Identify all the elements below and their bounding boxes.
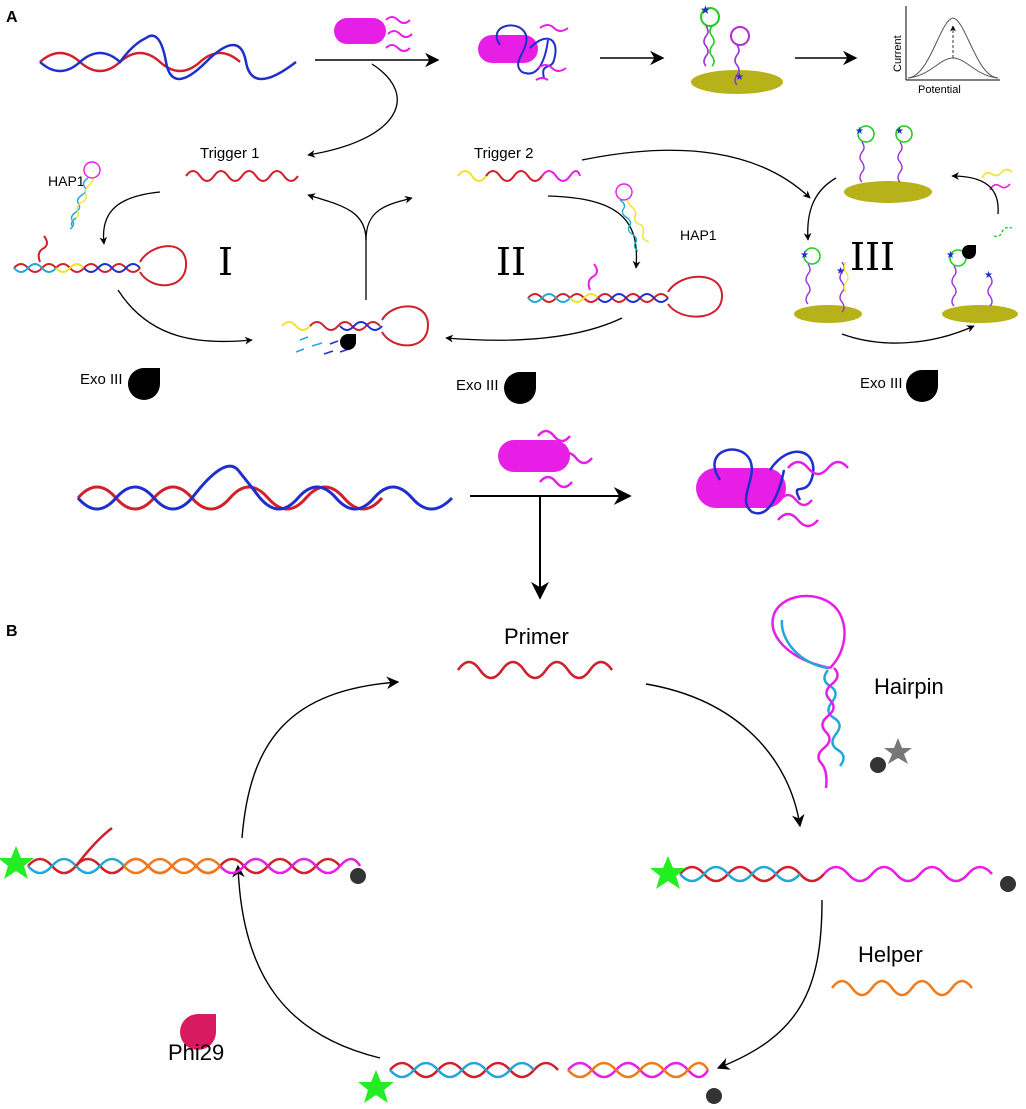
hairpin-probe [771, 594, 846, 789]
dna-strand-blue [39, 34, 297, 81]
helper-label: Helper [858, 942, 923, 967]
star-label-icon [650, 856, 686, 889]
svg-text:★: ★ [836, 266, 845, 277]
hap1-hairpin-right [615, 183, 650, 252]
helper-bound-duplex [389, 1061, 710, 1079]
hap1-hairpin-left [69, 161, 101, 230]
primer-strand [456, 660, 614, 680]
svg-text:★: ★ [946, 250, 955, 261]
bacterium-icon [334, 16, 413, 52]
arrow-icon [99, 191, 161, 245]
hap1-right-label: HAP1 [680, 227, 717, 243]
exo-iii-right-label: Exo III [860, 375, 903, 392]
plot-xlabel: Potential [918, 84, 961, 96]
exonuclease-icon [504, 372, 536, 404]
arrow-icon [232, 864, 381, 1059]
electrode-icon: ★ ★ [942, 226, 1018, 323]
panel-a-label: A [6, 9, 18, 26]
target-dna-top [39, 34, 297, 81]
dna-strand-red [39, 51, 241, 73]
svg-text:★: ★ [984, 270, 993, 281]
arrow-icon [581, 149, 811, 199]
bacterium-icon [498, 429, 593, 489]
arrow-icon [951, 172, 999, 215]
cycle-iii-label: III [850, 235, 895, 279]
digested-construct [281, 305, 430, 355]
star-label-icon: ★ [700, 3, 711, 17]
svg-text:★: ★ [800, 250, 809, 261]
arrow-icon [241, 676, 400, 839]
trigger-1-label: Trigger 1 [200, 145, 259, 162]
displaced-duplex [27, 827, 362, 875]
cycle-ii-duplex [527, 263, 724, 318]
helper-strand [830, 979, 974, 997]
exonuclease-icon [906, 370, 938, 402]
electrode-icon: ★ ★ [794, 247, 862, 323]
trigger-2-strand [457, 170, 487, 182]
voltammogram-plot: Current Potential [892, 6, 1000, 96]
primer-label: Primer [504, 624, 569, 649]
arrow-icon [307, 193, 367, 300]
plot-ylabel: Current [892, 35, 904, 72]
exo-iii-left-label: Exo III [80, 371, 123, 388]
svg-text:★: ★ [895, 126, 904, 137]
arrow-icon [841, 325, 975, 344]
arrow-icon [365, 195, 413, 241]
hairpin-label: Hairpin [874, 674, 944, 699]
exonuclease-icon [962, 245, 976, 259]
quencher-dot-icon [1000, 876, 1016, 892]
arrow-icon [803, 177, 837, 241]
panel-b-label: B [6, 623, 18, 640]
primer-hairpin-duplex [679, 865, 993, 883]
exonuclease-icon [340, 334, 356, 350]
svg-text:★: ★ [855, 126, 864, 137]
lysed-bacterium [696, 448, 849, 528]
exonuclease-icon [128, 368, 160, 400]
star-label-icon [884, 738, 912, 764]
arrow-icon [645, 683, 805, 828]
star-label-icon [0, 846, 34, 879]
arrow-icon [307, 63, 398, 158]
target-dna-middle [76, 464, 454, 511]
electrode-icon: ★ ★ [844, 125, 932, 203]
lysed-bacterium [478, 24, 569, 81]
arrow-icon [716, 899, 823, 1070]
star-label-icon [358, 1070, 394, 1103]
quencher-dot-icon [870, 757, 886, 773]
cycle-i-duplex [13, 235, 188, 287]
phi29-label: Phi29 [168, 1040, 224, 1065]
exo-iii-mid-label: Exo III [456, 377, 499, 394]
arrow-icon [445, 317, 623, 343]
phi29-enzyme-icon [180, 1014, 216, 1050]
quencher-dot-icon [706, 1088, 722, 1104]
trigger-1-strand [185, 170, 299, 182]
cycle-ii-label: II [496, 240, 526, 284]
cycle-i-label: I [218, 240, 233, 284]
quencher-dot-icon [350, 868, 366, 884]
arrow-icon [117, 289, 253, 345]
hap1-left-label: HAP1 [48, 173, 85, 189]
trigger-2-label: Trigger 2 [474, 145, 533, 162]
electrode-icon: ★ ★ [691, 3, 783, 94]
arrow-icon [547, 195, 641, 269]
star-label-icon: ★ [735, 72, 744, 83]
